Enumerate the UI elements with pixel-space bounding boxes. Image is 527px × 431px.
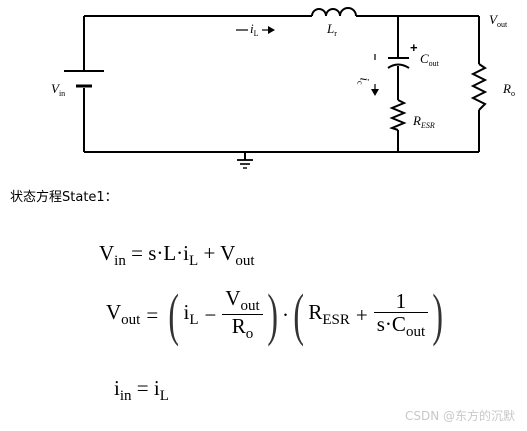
- resr-resistor-symbol: [389, 99, 407, 131]
- vout-label: Vout: [489, 12, 508, 29]
- capacitor-plate-bottom: [387, 63, 410, 69]
- il-label: iL: [250, 21, 259, 38]
- inductor-coil: [311, 7, 357, 17]
- right-paren-2: ): [432, 282, 444, 347]
- fraction-one-over-scout: 1 s·Cout: [373, 290, 429, 340]
- equation-1: Vin = s·L·iL + Vout: [99, 241, 255, 269]
- ic-arrow-head: [371, 89, 379, 96]
- ro-resistor-symbol: [470, 63, 488, 111]
- ic-label: ic: [355, 77, 373, 85]
- inductor-label: Lr: [327, 21, 337, 38]
- equation-2: Vout = ( iL − Vout Ro ) · ( RESR + 1 s·C…: [106, 282, 444, 347]
- capacitor-plus-sign: +: [410, 40, 418, 55]
- cout-label: Cout: [420, 51, 439, 68]
- right-paren-1: ): [267, 282, 278, 347]
- left-paren-2: (: [293, 282, 305, 347]
- vin-label: Vin: [51, 81, 66, 98]
- equation-3: iin = iL: [114, 376, 169, 404]
- left-paren-1: (: [168, 282, 180, 347]
- circuit-schematic: +: [64, 7, 488, 169]
- resr-label: RESR: [413, 113, 435, 130]
- ro-label: Ro: [503, 81, 515, 98]
- fraction-vout-over-ro: Vout Ro: [222, 288, 263, 342]
- state-equation-heading: 状态方程State1：: [10, 190, 118, 205]
- il-arrow-head: [268, 26, 275, 34]
- watermark: CSDN @东方的沉默: [404, 409, 515, 423]
